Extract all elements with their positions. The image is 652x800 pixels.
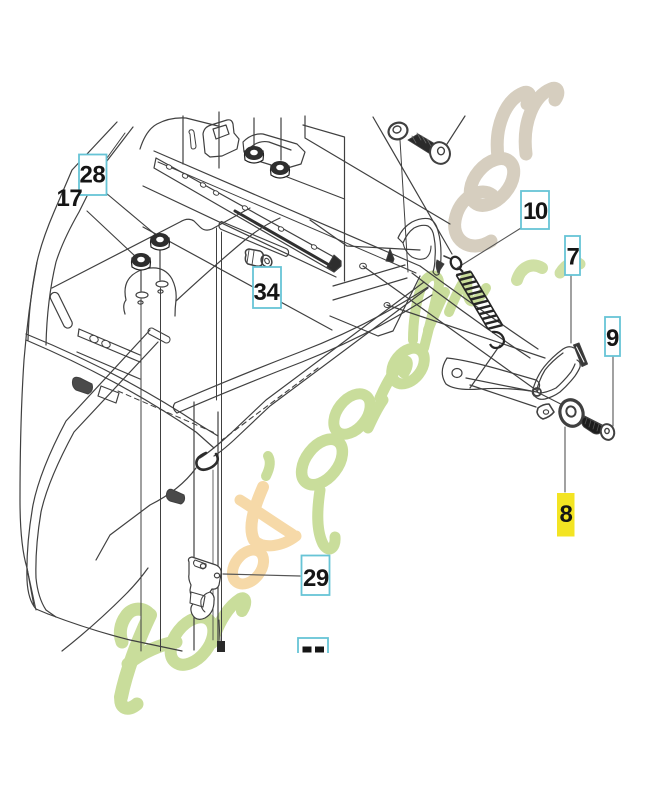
- svg-text:28: 28: [80, 162, 106, 189]
- svg-text:7: 7: [567, 244, 580, 271]
- svg-text:10: 10: [523, 198, 548, 225]
- svg-text:29: 29: [303, 565, 329, 592]
- svg-text:9: 9: [606, 325, 619, 352]
- svg-text:8: 8: [560, 501, 573, 528]
- svg-text:34: 34: [254, 279, 281, 306]
- svg-text:17: 17: [57, 185, 83, 212]
